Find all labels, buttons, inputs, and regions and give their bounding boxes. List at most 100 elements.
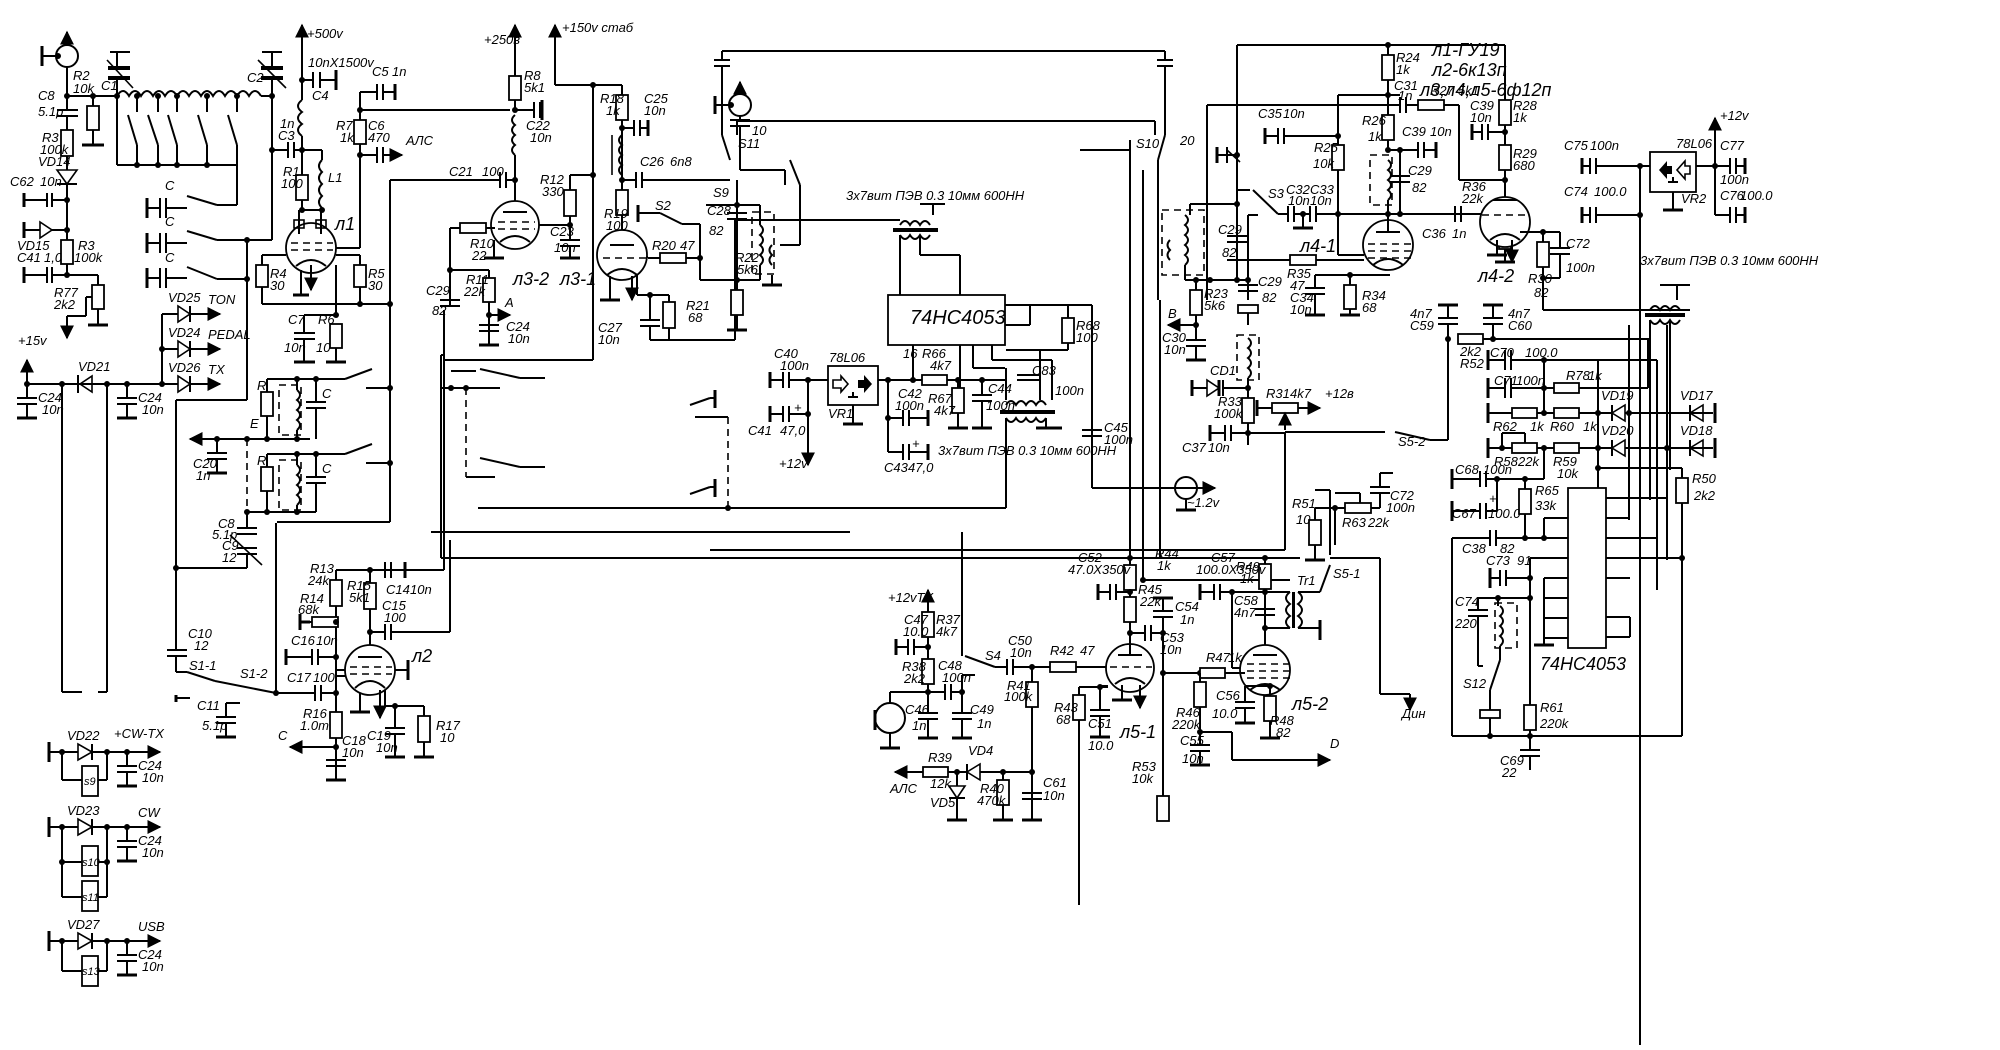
r49-label: R49	[1236, 559, 1260, 574]
transformer-t-a	[735, 203, 945, 240]
c67-value: 100.0	[1488, 506, 1521, 521]
r23-value: 5k6	[1204, 298, 1226, 313]
r21-label: R21	[686, 298, 710, 313]
c38b-value: 10n	[1470, 110, 1492, 125]
r4-label: R4	[270, 266, 287, 281]
c25-value: 10n	[644, 103, 666, 118]
c31-value: 1n	[1398, 88, 1412, 103]
r48-value: 82	[1276, 725, 1291, 740]
r47-label: R47	[1206, 650, 1231, 665]
s12-switch[interactable]	[1489, 659, 1501, 691]
r8a-label: R8	[524, 68, 541, 83]
c27-label: C27	[598, 320, 623, 335]
r22-value: 5k6	[737, 262, 759, 277]
s5-2-switch[interactable]	[1394, 431, 1431, 441]
s1-1-label: S1-1	[189, 658, 216, 673]
tube-l5-2	[1239, 644, 1291, 696]
c24-vd23-value: 10n	[142, 845, 164, 860]
c49-value: 1n	[977, 716, 991, 731]
r3a-value: 100k	[40, 142, 70, 157]
product-detector: 4n7 C59 4n7 C60 2k2 R52 S5-2 C70 100.0 C…	[1284, 284, 1717, 780]
r29-label: R29	[1513, 146, 1537, 161]
c-switch-label-1: C	[165, 178, 175, 193]
c8-value: 5.1p	[38, 104, 63, 119]
supply-500v: +500v	[307, 26, 344, 41]
tx-label: TX	[208, 362, 226, 377]
r30-label: R30	[1528, 271, 1553, 286]
r46-value: 220k	[1171, 717, 1202, 732]
c9-value: 12	[222, 550, 237, 565]
c-switch-label-3: C	[165, 250, 175, 265]
usb-label: USB	[138, 919, 165, 934]
c51-label: C51	[1088, 716, 1112, 731]
c11-value: 5.1p	[202, 718, 227, 733]
c41-value: 47,0	[780, 423, 806, 438]
capacitor-switch-bank[interactable]	[145, 195, 247, 288]
c29a-label: C29	[426, 283, 450, 298]
tube-l3-2	[490, 200, 540, 250]
s5-1-switch[interactable]	[1319, 564, 1331, 593]
c77-value: 100n	[1720, 172, 1749, 187]
vd21-label: VD21	[78, 359, 111, 374]
r67-value: 4k7	[934, 403, 956, 418]
vd24-label: VD24	[168, 325, 201, 340]
c43-label: C43	[884, 460, 909, 475]
relay-column: +15v C24 10n VD21 C24 10n VD25 TON VD24 …	[17, 290, 251, 987]
s1-switch[interactable]	[186, 671, 216, 682]
r34-label: R34	[1362, 288, 1386, 303]
vd17-label: VD17	[1680, 388, 1713, 403]
c39-label: C39	[1402, 124, 1426, 139]
s3-switch[interactable]	[1252, 189, 1279, 215]
c15-value: 100	[384, 610, 406, 625]
c21-value: 100	[482, 164, 504, 179]
crystal-filter: S11 S10	[714, 50, 1173, 300]
r-tuned-1: R	[257, 378, 266, 393]
s4-switch[interactable]	[964, 655, 996, 668]
r41-label: R41	[1007, 678, 1031, 693]
c62a-value: 10n	[40, 174, 62, 189]
c36-label: C36	[1422, 226, 1447, 241]
c57-label: C57	[1211, 550, 1236, 565]
s2-switch[interactable]	[659, 212, 683, 225]
r5-value: 30	[368, 278, 383, 293]
r4-value: 30	[270, 278, 285, 293]
c20-value: 1n	[196, 468, 210, 483]
c4-label: C4	[312, 88, 329, 103]
supply-12v-vr2: +12v	[1720, 108, 1750, 123]
s9-switch[interactable]	[789, 159, 801, 186]
c38b-label: C39	[1470, 98, 1494, 113]
band-tap-switches[interactable]	[116, 93, 240, 168]
c62a-label: C62	[10, 174, 35, 189]
c25-label: C25	[644, 91, 669, 106]
vr1-type: 78L06	[829, 350, 866, 365]
pa-stage: C8 5.1p R2 10k R3 100k VD14 C62 10n VD15…	[10, 23, 510, 380]
r68-label: R68	[1076, 318, 1101, 333]
vd27-label: VD27	[67, 917, 100, 932]
c41-label: C41	[748, 423, 772, 438]
cw-tx-label: +CW-TX	[114, 726, 165, 741]
c35-label: C35	[1258, 106, 1283, 121]
c2-label: C2	[247, 70, 264, 85]
tube-l2-label: л2	[411, 646, 432, 666]
c74-value: 220	[1454, 616, 1477, 631]
node-b-label-1: B	[1168, 306, 1177, 321]
r50-label: R50	[1692, 471, 1717, 486]
r3b-value: 100k	[74, 250, 104, 265]
tuned-circuit-1	[260, 368, 390, 442]
r43-label: R43	[1054, 700, 1079, 715]
svg-text:+: +	[794, 400, 802, 415]
c34-value: 10n	[1290, 302, 1312, 317]
crystal-s12-icon	[1479, 709, 1501, 719]
c55-value: 10n	[1182, 751, 1204, 766]
c24-vd23-label: C24	[138, 833, 162, 848]
r63-label: R63	[1342, 515, 1367, 530]
vd22-label: VD22	[67, 728, 100, 743]
c50-label: C50	[1008, 633, 1033, 648]
r35-value: 47	[1290, 278, 1305, 293]
vd14-label: VD14	[38, 154, 71, 169]
r50-value: 2k2	[1693, 488, 1716, 503]
r17-value: 10	[440, 730, 455, 745]
r16-value: 1.0m	[300, 718, 329, 733]
c15-label: C15	[382, 598, 407, 613]
c47-label: C47	[904, 612, 929, 627]
